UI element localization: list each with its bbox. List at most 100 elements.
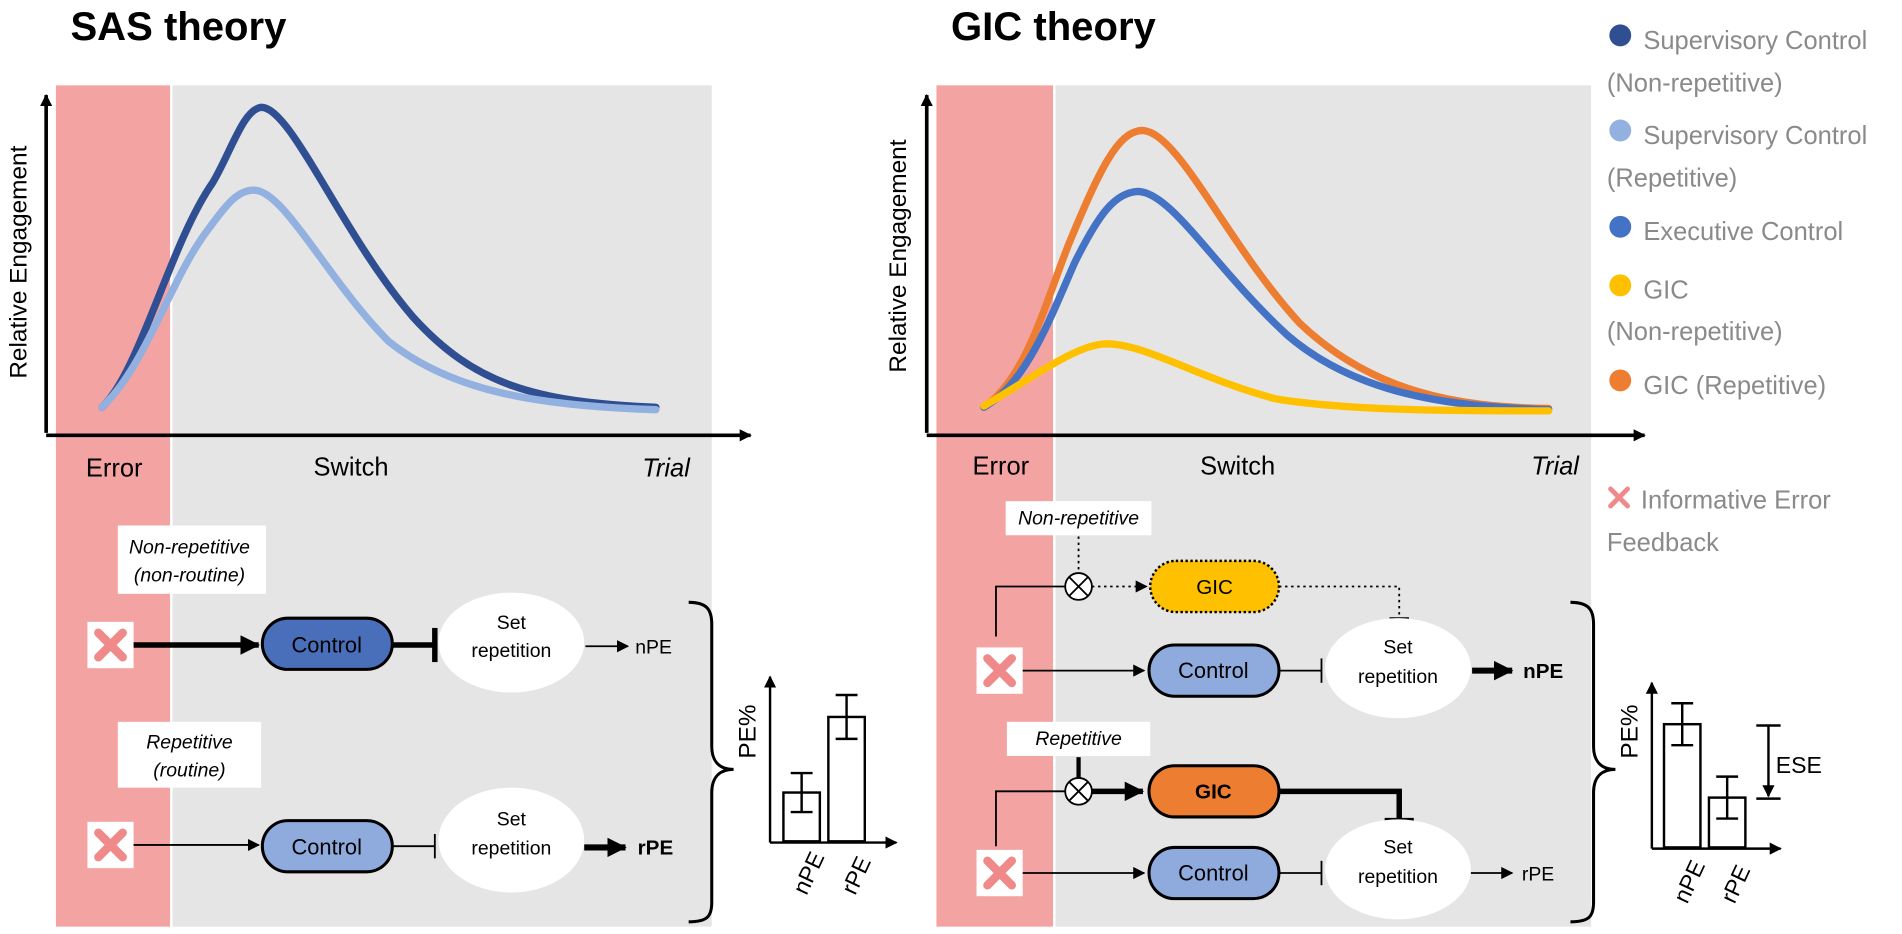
legend-label-executive: Executive Control — [1643, 218, 1843, 246]
gic-bar-y-label: PE% — [1616, 704, 1643, 758]
gic-curve-executive — [980, 187, 1553, 414]
gic-branch-bottom — [995, 790, 1066, 847]
sas-set-label-bottom-2: repetition — [471, 838, 551, 860]
legend-item-gic-nonrep: GIC (Non-repetitive) — [1607, 274, 1783, 346]
sas-control-label-top: Control — [292, 632, 362, 657]
gic-title: GIC theory — [951, 4, 1156, 49]
gic-errorbar-npe — [1671, 702, 1694, 747]
sas-error-icon-top — [87, 621, 134, 669]
sas-x-label-error: Error — [86, 455, 143, 483]
sas-error-icon-bottom — [87, 821, 134, 869]
sas-x-label-switch: Switch — [313, 453, 388, 481]
gic-nonrep-label-box — [1005, 501, 1152, 536]
gic-set-label-top-1: Set — [1383, 637, 1413, 659]
gic-error-icon-top — [976, 647, 1023, 694]
sas-errorbar-rpe — [835, 693, 858, 741]
gic-multiply-bottom — [1064, 776, 1093, 806]
sas-bars — [782, 693, 867, 843]
legend: Supervisory Control (Non-repetitive) Sup… — [1607, 24, 1867, 557]
legend-label-gic-rep: GIC (Repetitive) — [1643, 372, 1826, 400]
legend-sublabel-supervisory-rep: (Repetitive) — [1607, 165, 1737, 193]
sas-output-npe: nPE — [635, 637, 672, 659]
sas-set-label-bottom-1: Set — [497, 808, 527, 830]
sas-error-zone — [55, 85, 171, 927]
legend-label-error-feedback-1: Informative Error — [1641, 486, 1831, 514]
gic-inhibit-bottom — [1278, 788, 1402, 820]
legend-item-gic-rep: GIC (Repetitive) — [1609, 369, 1826, 400]
gic-control-label-bottom: Control — [1178, 860, 1248, 885]
gic-gic-label-bottom: GIC — [1195, 781, 1232, 804]
sas-x-label-trial: Trial — [642, 455, 691, 483]
sas-nonrep-label-2: (non-routine) — [134, 565, 245, 587]
gic-bar-chart: PE% ESE nPE rPE — [1616, 681, 1822, 907]
sas-rep-label-box — [117, 721, 262, 788]
sas-bar-chart: PE% nPE rPE — [735, 675, 898, 899]
sas-panel: SAS theory Relative Engagement Error Swi… — [6, 4, 898, 927]
gic-set-repetition-top — [1325, 618, 1471, 719]
gic-multiply-top — [1064, 572, 1093, 601]
sas-curve-supervisory-nonrep — [98, 103, 660, 411]
gic-set-repetition-bottom — [1325, 819, 1471, 920]
legend-swatch-supervisory-rep — [1609, 119, 1632, 142]
legend-item-error-feedback: Informative Error Feedback — [1607, 486, 1831, 557]
legend-sublabel-supervisory-nonrep: (Non-repetitive) — [1607, 69, 1783, 97]
legend-label-gic-nonrep: GIC — [1643, 277, 1688, 305]
sas-curve-supervisory-rep — [98, 186, 660, 414]
gic-curve-gic-nonrep — [980, 340, 1553, 415]
sas-set-label-top-1: Set — [497, 612, 527, 634]
sas-set-label-top-2: repetition — [471, 640, 551, 662]
gic-set-label-top-2: repetition — [1358, 666, 1438, 688]
sas-set-repetition-top — [438, 592, 585, 693]
sas-y-label: Relative Engagement — [6, 145, 33, 378]
gic-error-icon-bottom — [976, 849, 1023, 897]
sas-bar-y-label: PE% — [735, 704, 762, 758]
gic-gic-label-top: GIC — [1196, 576, 1233, 599]
gic-curve-gic-rep — [980, 126, 1553, 413]
sas-control-label-bottom: Control — [292, 835, 362, 860]
sas-output-rpe: rPE — [638, 837, 674, 860]
sas-set-repetition-bottom — [438, 787, 585, 893]
sas-nonrep-label-1: Non-repetitive — [129, 537, 250, 559]
gic-errorbar-rpe — [1716, 775, 1739, 820]
gic-output-npe: nPE — [1523, 660, 1563, 683]
gic-nonrep-label: Non-repetitive — [1018, 507, 1139, 529]
sas-nonrep-label-box — [117, 525, 266, 594]
sas-title: SAS theory — [70, 4, 287, 49]
gic-x-label-switch: Switch — [1200, 452, 1275, 480]
legend-item-supervisory-rep: Supervisory Control (Repetitive) — [1607, 119, 1867, 193]
gic-bar-cat-1: nPE — [1668, 856, 1710, 907]
gic-rep-label-box — [1006, 721, 1151, 756]
gic-set-label-bottom-2: repetition — [1358, 866, 1438, 888]
gic-brace — [1570, 600, 1616, 924]
gic-y-label: Relative Engagement — [885, 139, 912, 372]
legend-swatch-supervisory-nonrep — [1609, 24, 1632, 47]
gic-output-rpe: rPE — [1522, 863, 1554, 885]
gic-x-label-trial: Trial — [1531, 452, 1580, 480]
legend-label-supervisory-nonrep: Supervisory Control — [1643, 27, 1867, 55]
gic-panel: GIC theory Relative Engagement Error Swi… — [885, 4, 1822, 927]
legend-sublabel-gic-nonrep: (Non-repetitive) — [1607, 318, 1783, 346]
gic-inhibit-top — [1278, 585, 1401, 617]
sas-bar-cat-1: nPE — [787, 848, 829, 899]
sas-rep-label-1: Repetitive — [146, 732, 233, 754]
gic-branch-top — [995, 585, 1066, 637]
gic-set-label-bottom-1: Set — [1383, 836, 1413, 858]
sas-rep-label-2: (routine) — [153, 760, 225, 782]
legend-swatch-gic-rep — [1609, 369, 1632, 392]
gic-x-label-error: Error — [972, 452, 1029, 480]
gic-ese-label: ESE — [1776, 752, 1822, 778]
legend-label-supervisory-rep: Supervisory Control — [1643, 122, 1867, 150]
legend-label-error-feedback-2: Feedback — [1607, 529, 1719, 557]
legend-item-supervisory-nonrep: Supervisory Control (Non-repetitive) — [1607, 24, 1867, 97]
gic-control-label-top: Control — [1178, 658, 1248, 683]
gic-rep-label: Repetitive — [1035, 728, 1122, 750]
sas-switch-zone — [172, 85, 712, 927]
error-cross-icon — [1608, 486, 1630, 509]
sas-bar-cat-2: rPE — [836, 852, 876, 898]
gic-bars — [1662, 702, 1747, 849]
sas-errorbar-npe — [790, 771, 813, 814]
legend-item-executive: Executive Control — [1609, 215, 1843, 246]
legend-swatch-gic-nonrep — [1609, 274, 1632, 297]
